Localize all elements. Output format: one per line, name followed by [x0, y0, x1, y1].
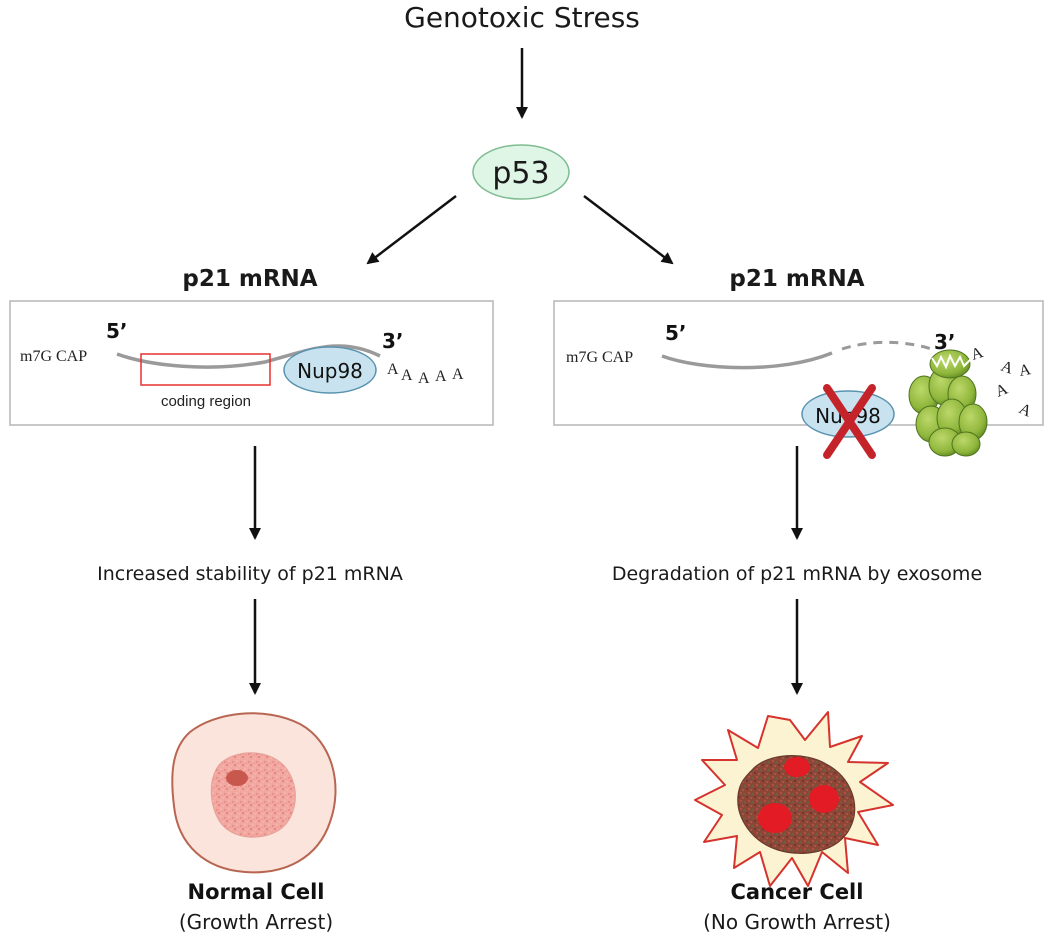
- exosome-mouth: [931, 353, 971, 370]
- right-five-prime: 5’: [665, 321, 687, 345]
- exosome-icon: [908, 349, 988, 457]
- left-nup98-ellipse: [283, 346, 377, 394]
- normal-cell-note: (Growth Arrest): [179, 910, 333, 934]
- left-outcome: Increased stability of p21 mRNA: [97, 563, 403, 585]
- left-cap-label: m7G CAP: [20, 348, 87, 365]
- left-mrna-strand: [116, 344, 381, 369]
- p53-node: p53: [472, 144, 570, 200]
- normal-cell-nucleus: [210, 752, 296, 838]
- right-heading: p21 mRNA: [729, 266, 864, 292]
- cross-mark-icon: [823, 384, 876, 459]
- right-cap-label: m7G CAP: [566, 349, 633, 366]
- coding-region-box: [140, 353, 271, 386]
- normal-cell-nucleolus: [226, 770, 248, 786]
- left-polya-3: A: [418, 370, 430, 387]
- normal-cell: [171, 712, 337, 874]
- left-heading: p21 mRNA: [182, 266, 317, 292]
- right-mrna-panel: m7G CAP 5’ 3’ Nup98 A A A A A: [553, 300, 1044, 459]
- left-polya-tail: A A A A A: [387, 361, 464, 387]
- coding-region-label: coding region: [161, 393, 251, 410]
- cancer-cell-nucleolus-2: [758, 803, 792, 833]
- left-polya-1: A: [387, 361, 399, 378]
- cancer-cell-note: (No Growth Arrest): [703, 910, 891, 934]
- left-mrna-panel: m7G CAP 5’ 3’ coding region Nup98 A A A …: [9, 300, 494, 426]
- right-mrna-degraded: [841, 340, 936, 352]
- left-polya-5: A: [452, 366, 464, 383]
- right-polya-1: A: [969, 344, 986, 364]
- arrow-p53-to-right: [583, 195, 674, 265]
- left-polya-2: A: [401, 367, 413, 384]
- left-five-prime: 5’: [106, 319, 128, 343]
- normal-cell-name: Normal Cell: [188, 880, 325, 904]
- left-polya-4: A: [435, 368, 447, 385]
- p53-ellipse: [472, 144, 570, 200]
- cancer-cell: [694, 711, 894, 887]
- title: Genotoxic Stress: [404, 1, 640, 34]
- cancer-cell-name: Cancer Cell: [731, 880, 864, 904]
- left-nup98-label: Nup98: [297, 359, 363, 383]
- left-three-prime: 3’: [382, 329, 404, 353]
- cancer-cell-nucleolus-3: [809, 785, 839, 813]
- p53-label: p53: [492, 156, 549, 191]
- right-polya-scattered: A A A A A: [969, 344, 1034, 421]
- cancer-cell-nucleolus-1: [784, 757, 810, 777]
- right-mrna-strand: [661, 351, 833, 370]
- right-three-prime: 3’: [934, 330, 956, 354]
- right-polya-3: A: [1018, 361, 1033, 380]
- arrow-p53-to-left: [366, 195, 457, 265]
- right-outcome: Degradation of p21 mRNA by exosome: [612, 563, 982, 585]
